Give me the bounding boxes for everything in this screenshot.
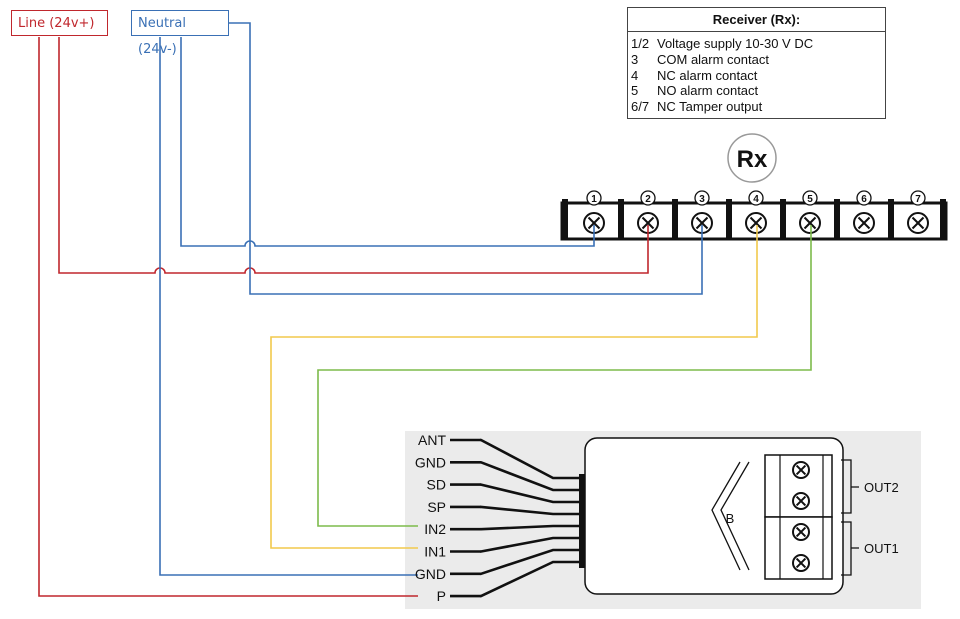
legend-row-desc: NC Tamper output [657,99,763,115]
terminal-6: 6 [834,190,875,239]
terminal-4: 4 [726,190,767,239]
neutral-source-label: Neutral (24v-) [131,10,229,57]
legend-row: 4 NC alarm contact [631,68,885,84]
legend-row-number: 3 [631,51,639,67]
module-body: B OUT2 OUT1 [579,437,899,595]
pin-label: IN2 [424,521,446,537]
line-wire-to-module-p [38,37,418,597]
receiver-terminal-block: 1 2 3 4 5 6 7 [560,190,948,241]
output-screw [792,461,810,479]
legend-row-number: 1/2 [631,36,650,51]
line-wire-to-terminal-2 [58,37,649,274]
output-screw [792,554,810,572]
terminal-number-label: 3 [699,194,705,205]
rx-badge: Rx [727,133,777,183]
terminal-2: 2 [618,190,659,239]
pin-lead-gnd [479,461,582,492]
legend-row-desc: Voltage supply 10-30 V DC [657,36,814,51]
legend-row-number: 4 [631,67,639,83]
legend-row: 6/7 NC Tamper output [631,99,885,115]
neutral-wire-to-module-gnd [159,37,418,576]
pin-label: GND [415,454,446,470]
module-center-label: B [726,511,735,526]
line-source-label: Line (24v+) [11,10,108,36]
receiver-legend-table: Receiver (Rx): 1/2 Voltage supply 10-30 V… [627,7,886,119]
legend-row-desc: COM alarm contact [657,51,769,67]
pin-lead-p [479,560,582,598]
pin-label: ANT [418,432,446,448]
legend-row-desc: NO alarm contact [657,83,759,99]
pin-lead-ant [479,438,582,480]
legend-row-number: 6/7 [631,99,650,115]
terminal-1: 1 [562,190,605,239]
pin-label: IN1 [424,544,446,560]
receiver-legend-title: Receiver (Rx): [628,8,885,32]
legend-row-desc: NC alarm contact [657,67,758,83]
legend-row: 1/2 Voltage supply 10-30 V DC [631,36,885,52]
terminal-number-label: 5 [807,194,813,205]
terminal-number-label: 6 [861,194,867,205]
legend-row-number: 5 [631,83,639,99]
terminal-number-label: 2 [645,194,651,205]
output-screw [792,492,810,510]
b-sensor-icon [711,461,750,571]
neutral-wire-to-terminal-3 [229,22,703,295]
pin-lead-in1 [479,536,582,553]
no-alarm-wire [317,225,812,527]
pin-lead-sd [479,483,582,504]
terminal-5: 5 [780,190,821,239]
output-label-out1: OUT1 [864,541,899,556]
neutral-wire-to-terminal-1 [180,37,595,247]
pin-lead-gnd [479,548,582,576]
terminal-3: 3 [672,190,713,239]
terminal-number-label: 1 [591,194,597,205]
rx-badge-label: Rx [737,146,768,173]
pin-lead-in2 [479,524,582,531]
terminal-number-label: 4 [753,194,759,205]
pin-label: SD [427,477,446,493]
output-label-out2: OUT2 [864,480,899,495]
pin-lead-sp [479,505,582,516]
nc-alarm-wire [270,225,758,549]
terminal-number-label: 7 [915,194,921,205]
legend-row: 3 COM alarm contact [631,52,885,68]
pin-label: SP [427,499,446,515]
terminal-7: 7 [888,190,946,239]
output-screw [792,523,810,541]
pin-label: P [437,588,446,604]
legend-row: 5 NO alarm contact [631,83,885,99]
pin-label: GND [415,566,446,582]
